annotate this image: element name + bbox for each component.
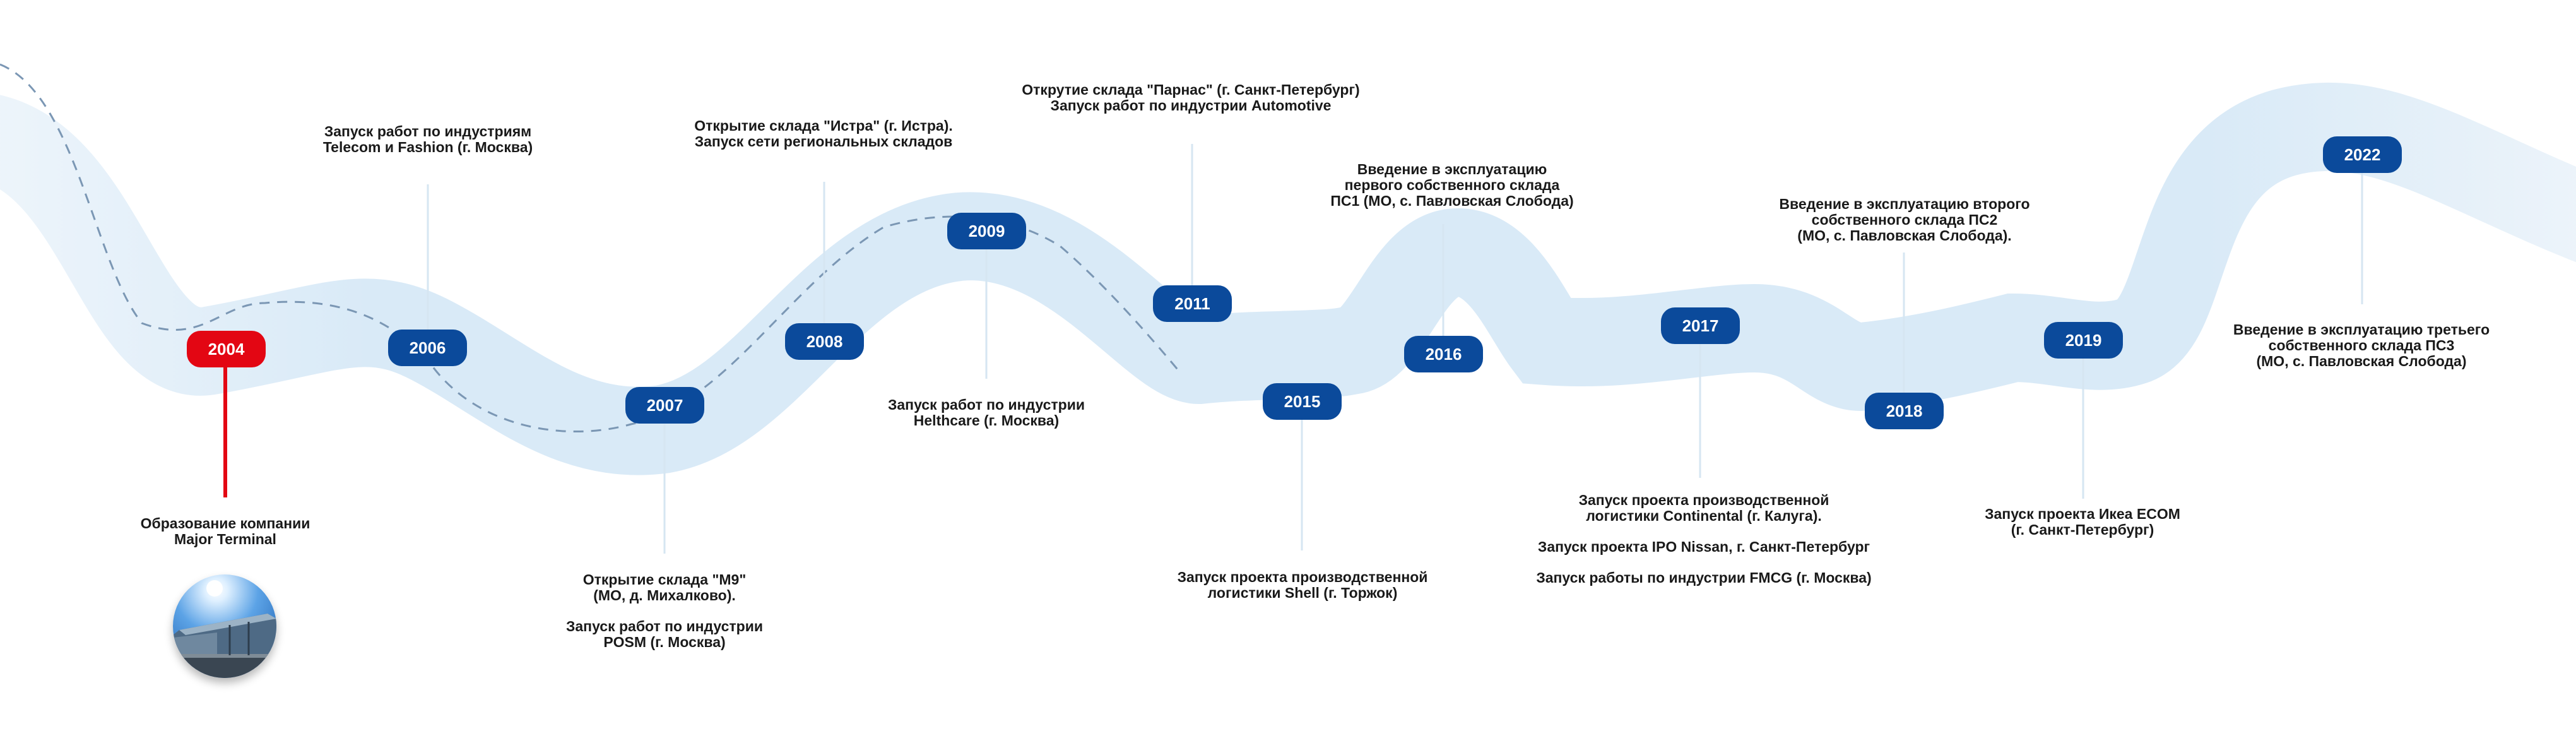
year-badge-2019[interactable]: 2019 [2044,322,2123,359]
text-line: Открутие склада "Парнас" (г. Санкт-Петер… [1022,81,1360,98]
text-line: собственного склада ПС3 [2268,337,2455,354]
text-line: Запуск работ по индустриям [324,123,532,140]
text-line: Введение в эксплуатацию третьего [2233,321,2490,338]
text-line: Запуск проекта производственной [1578,492,1829,508]
text-line: Образование компании [140,515,310,532]
milestone-text-2007: Открытие склада "М9"(МО, д. Михалково). З… [507,572,822,650]
text-line: (МО, с. Павловская Слобода). [1797,227,2012,244]
text-line: Введение в эксплуатацию [1357,161,1547,177]
year-badge-2004[interactable]: 2004 [187,331,266,367]
text-line: Запуск работ по индустрии [565,618,764,634]
year-badge-2011[interactable]: 2011 [1153,285,1232,322]
text-line: Запуск работы по индустрии FMCG (г. Моск… [1536,569,1872,586]
milestone-text-2008: Открытие склада "Истра" (г. Истра).Запус… [666,118,981,150]
text-line [1502,555,1906,570]
text-line: первого собственного склада [1344,177,1560,193]
year-badge-2016[interactable]: 2016 [1404,336,1483,372]
text-line: собственного склада ПС2 [1811,211,1998,228]
text-line: Запуск сети региональных складов [694,133,953,150]
text-line: логистики Continental (г. Калуга). [1586,508,1822,524]
text-line: Запуск работ по индустрии [887,396,1085,413]
text-line: (МО, с. Павловская Слобода) [2256,353,2467,369]
year-badge-2022[interactable]: 2022 [2323,136,2402,173]
year-badge-2007[interactable]: 2007 [625,387,704,424]
year-badge-2015[interactable]: 2015 [1263,383,1342,420]
year-badge-2006[interactable]: 2006 [388,330,467,366]
year-badge-2017[interactable]: 2017 [1661,307,1740,344]
text-line: (г. Санкт-Петербург) [2011,521,2154,538]
milestone-text-2011: Открутие склада "Парнас" (г. Санкт-Петер… [989,82,1393,114]
text-line [507,603,822,619]
text-line: Telecom и Fashion (г. Москва) [322,139,533,155]
text-line: Запуск проекта производственной [1177,569,1428,585]
text-line: Открытие склада "Истра" (г. Истра). [694,117,953,134]
text-line: Major Terminal [174,531,276,547]
text-line: Запуск работ по индустрии Automotive [1050,97,1332,114]
text-line [1502,524,1906,539]
text-line: Открытие склада "М9" [582,571,747,588]
text-line: Helthcare (г. Москва) [913,412,1060,429]
milestone-text-2019: Запуск проекта Икеа ECOM(г. Санкт-Петерб… [1925,506,2240,538]
warehouse-photo [173,574,276,678]
text-line: Введение в эксплуатацию второго [1779,196,2030,212]
connector-lines [427,144,2363,554]
text-line: логистики Shell (г. Торжок) [1207,585,1398,601]
text-line: (МО, д. Михалково). [593,587,736,603]
text-line: Запуск проекта Икеа ECOM [1985,506,2180,522]
year-badge-2008[interactable]: 2008 [785,323,864,360]
year-badge-2009[interactable]: 2009 [947,213,1026,249]
text-line: POSM (г. Москва) [603,634,726,650]
year-badge-2018[interactable]: 2018 [1865,393,1944,429]
text-line: ПС1 (МО, с. Павловская Слобода) [1330,193,1574,209]
text-line: Запуск проекта IPO Nissan, г. Санкт-Пете… [1537,538,1870,555]
